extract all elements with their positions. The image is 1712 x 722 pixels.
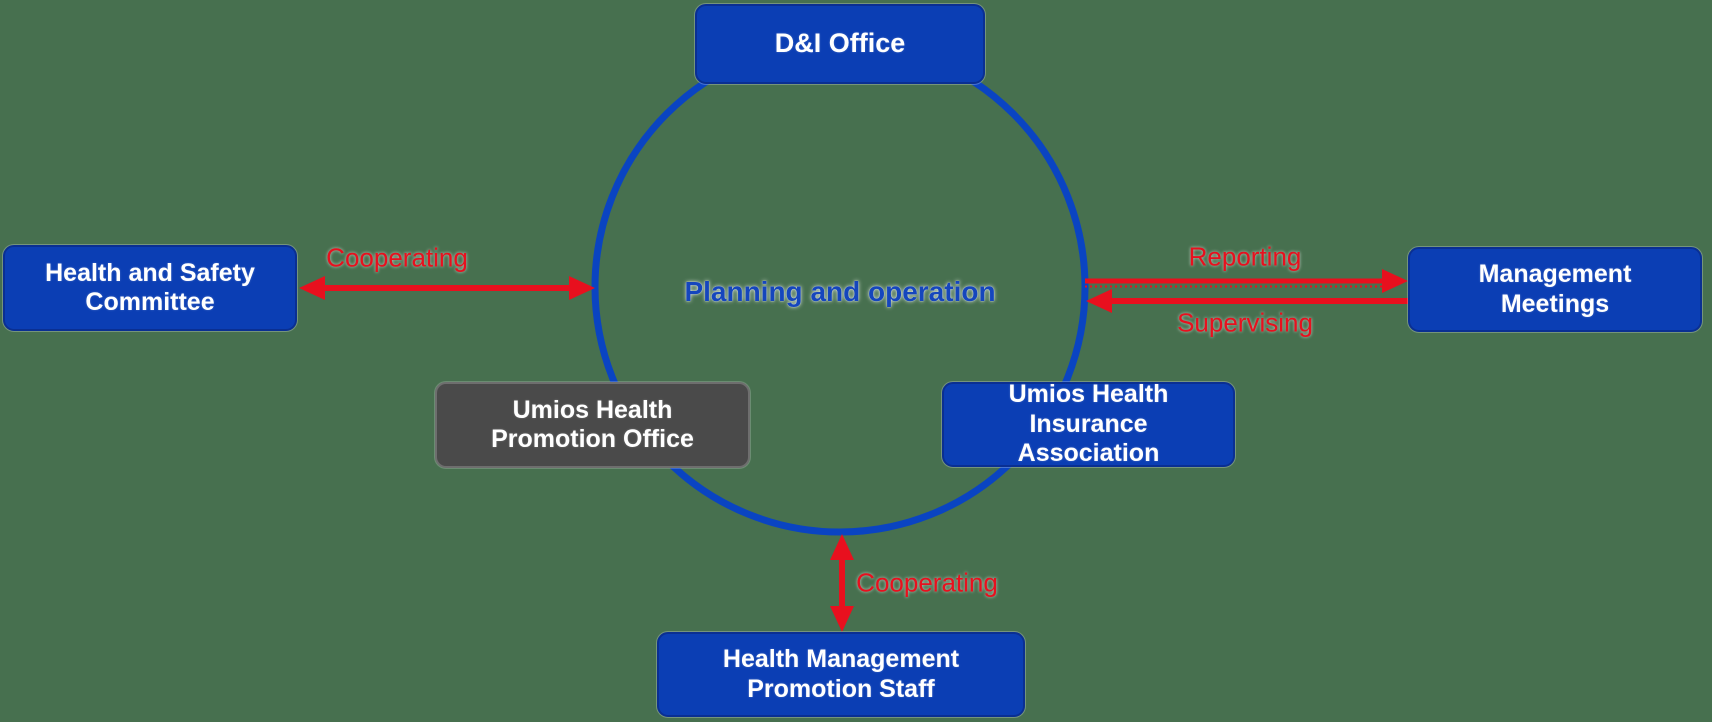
- cooperating-bottom-label: Cooperating: [856, 567, 998, 598]
- cooperating-arrow-left: [299, 276, 595, 300]
- cooperating-left-label: Cooperating: [326, 242, 468, 273]
- supervising-arrow: [1086, 289, 1408, 313]
- node-health-safety-committee: Health and Safety Committee: [3, 245, 297, 331]
- node-umios-health-promotion-office: Umios Health Promotion Office: [435, 382, 750, 468]
- reporting-label: Reporting: [1188, 241, 1302, 272]
- node-management-meetings: Management Meetings: [1408, 247, 1702, 332]
- supervising-label: Supervising: [1177, 307, 1313, 338]
- cooperating-arrow-bottom: [830, 534, 854, 632]
- reporting-arrow: [1085, 269, 1408, 293]
- node-health-management-promotion-staff: Health Management Promotion Staff: [657, 632, 1025, 717]
- node-umios-health-insurance-association: Umios Health Insurance Association: [942, 380, 1235, 467]
- planning-operation-label: Planning and operation: [684, 276, 996, 307]
- node-dni-office: D&I Office: [695, 4, 985, 84]
